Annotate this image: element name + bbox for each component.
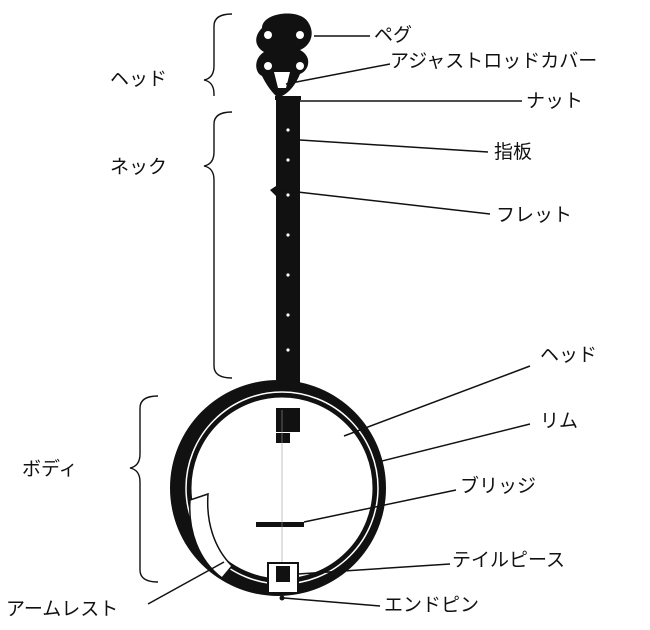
end-pin-shape (279, 595, 285, 601)
peg-hole (264, 31, 272, 39)
fifth-string-tuner (270, 186, 276, 196)
bridge-shape (256, 522, 304, 527)
armrest-shape (189, 492, 234, 580)
body-brace (129, 395, 159, 583)
drum-head-label: ヘッド (540, 344, 598, 366)
neck-heel (276, 408, 300, 432)
peg-hole (296, 62, 304, 70)
body (170, 380, 386, 601)
rim-label: リム (540, 410, 579, 432)
section-body-label: ボディ (22, 458, 78, 480)
peg-hole (296, 31, 304, 39)
tailpiece-leader (297, 563, 451, 575)
bridge-leader (303, 489, 457, 523)
section-head-label: ヘッド (110, 68, 168, 90)
end-pin-leader (283, 597, 381, 607)
peg-hole (264, 62, 272, 70)
truss-rod-cover-leader (285, 63, 391, 85)
fret-label: フレット (496, 204, 573, 226)
fret-leader (279, 189, 491, 215)
truss-rod-cover-label: アジャストロッドカバー (390, 50, 598, 72)
tailpiece-inner (276, 566, 290, 582)
headstock (256, 13, 312, 100)
rim-leader (377, 423, 531, 463)
fingerboard-shape (276, 100, 300, 410)
drum-head-leader (343, 365, 531, 437)
section-neck-label: ネック (110, 156, 168, 178)
armrest-leader (147, 561, 225, 605)
fingerboard-label: 指板 (494, 141, 533, 163)
neck-brace (203, 111, 233, 379)
end-pin-label: エンドピン (384, 594, 480, 616)
nut-label: ナット (526, 90, 584, 112)
neck (270, 100, 300, 410)
head-brace (203, 13, 233, 96)
fingerboard-leader (299, 139, 489, 153)
logo-plate (276, 433, 290, 443)
bridge-label: ブリッジ (460, 475, 537, 497)
nut-shape (275, 96, 301, 100)
tailpiece-label: テイルピース (452, 549, 566, 571)
armrest-label: アームレスト (6, 598, 119, 620)
peg-label: ペグ (374, 24, 413, 46)
